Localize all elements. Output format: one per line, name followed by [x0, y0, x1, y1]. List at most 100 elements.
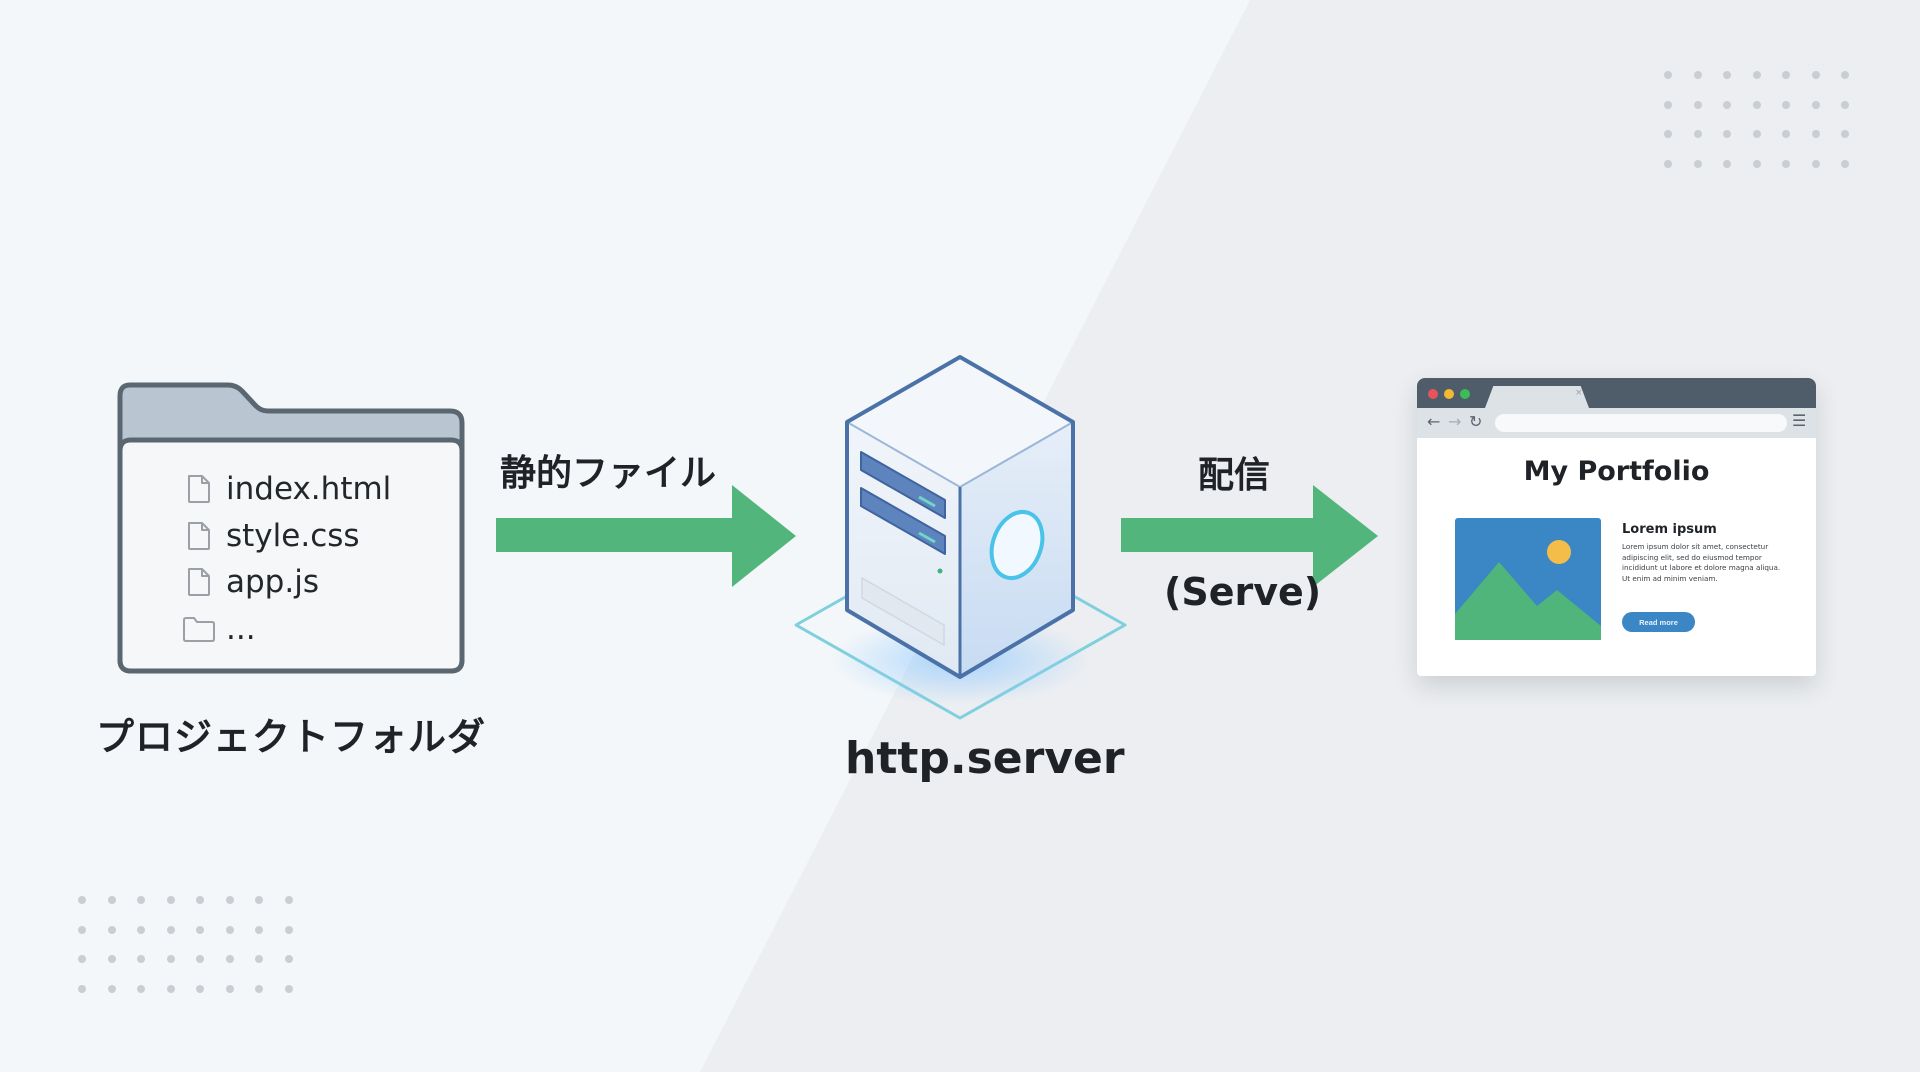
- read-more-button[interactable]: Read more: [1622, 612, 1695, 632]
- decor-dot: [1782, 159, 1790, 168]
- decor-dot: [107, 955, 116, 963]
- decor-dot: [1723, 159, 1731, 168]
- arrow-serve: [1121, 485, 1378, 587]
- decor-dot: [78, 955, 86, 963]
- dot-grid-bottom-left: [78, 896, 293, 993]
- decor-dot: [1782, 71, 1790, 79]
- decor-dot: [1811, 130, 1820, 138]
- decor-dot: [166, 955, 175, 963]
- file-name: app.js: [226, 564, 319, 601]
- arrow-static-files: [496, 485, 796, 587]
- decor-dot: [1693, 100, 1702, 109]
- decor-dot: [137, 925, 145, 934]
- decor-dot: [137, 896, 145, 904]
- decor-dot: [1693, 130, 1702, 138]
- decor-dot: [1752, 100, 1761, 109]
- file-name: ...: [226, 610, 256, 647]
- project-folder-icon: [117, 382, 465, 674]
- file-list: index.html style.css app.js ...: [183, 466, 391, 652]
- decor-dot: [166, 896, 175, 904]
- decor-dot: [166, 925, 175, 934]
- server-icon: [794, 355, 1127, 720]
- back-arrow-icon[interactable]: ←: [1427, 412, 1441, 431]
- decor-dot: [225, 984, 234, 993]
- browser-window: × ← → ↻ ☰ My Portfolio Lorem ipsum Lorem…: [1417, 378, 1816, 676]
- decor-dot: [196, 955, 204, 963]
- decor-dot: [137, 984, 145, 993]
- serve-label-jp: 配信: [1198, 455, 1271, 496]
- decor-dot: [1664, 159, 1672, 168]
- card-heading: Lorem ipsum: [1622, 522, 1717, 537]
- server-badge-ring: [989, 510, 1045, 580]
- minimize-window-dot[interactable]: [1444, 389, 1454, 399]
- decor-dot: [1752, 71, 1761, 79]
- file-item[interactable]: style.css: [186, 513, 391, 560]
- decor-dot: [1752, 159, 1761, 168]
- decor-dot: [166, 984, 175, 993]
- dot-grid-top-right: [1664, 71, 1849, 168]
- decor-dot: [1841, 130, 1849, 138]
- decor-dot: [255, 955, 263, 963]
- tab-close-icon[interactable]: ×: [1575, 388, 1583, 398]
- decor-dot: [255, 896, 263, 904]
- maximize-window-dot[interactable]: [1460, 389, 1470, 399]
- decor-dot: [1811, 71, 1820, 79]
- decor-dot: [107, 896, 116, 904]
- decor-dot: [1811, 100, 1820, 109]
- file-name: style.css: [226, 517, 360, 554]
- decor-dot: [255, 984, 263, 993]
- browser-tab-bar: ×: [1417, 378, 1816, 408]
- folder-icon: [183, 616, 215, 642]
- decor-dot: [196, 896, 204, 904]
- decor-dot: [78, 984, 86, 993]
- decor-dot: [1811, 159, 1820, 168]
- reload-icon[interactable]: ↻: [1469, 412, 1483, 431]
- serve-label-en: (Serve): [1164, 570, 1322, 614]
- decor-dot: [1664, 130, 1672, 138]
- server-outline: [845, 355, 1075, 679]
- file-icon: [188, 568, 210, 597]
- decor-dot: [78, 925, 86, 934]
- browser-tab[interactable]: [1485, 386, 1589, 408]
- decor-dot: [225, 896, 234, 904]
- folder-front: [117, 437, 465, 674]
- decor-dot: [225, 925, 234, 934]
- forward-arrow-icon[interactable]: →: [1448, 412, 1462, 431]
- browser-toolbar: ← → ↻ ☰: [1417, 408, 1816, 438]
- file-item[interactable]: index.html: [186, 466, 391, 513]
- decor-dot: [137, 955, 145, 963]
- card-body: Lorem ipsum dolor sit amet, consectetur …: [1622, 542, 1781, 583]
- decor-dot: [1782, 100, 1790, 109]
- menu-icon[interactable]: ☰: [1792, 411, 1807, 430]
- drive-slot: [861, 576, 945, 647]
- folder-label: プロジェクトフォルダ: [96, 715, 487, 759]
- decor-dot: [1723, 100, 1731, 109]
- decor-dot: [1752, 130, 1761, 138]
- server-label: http.server: [845, 733, 1125, 784]
- decor-dot: [284, 925, 293, 934]
- close-window-dot[interactable]: [1428, 389, 1438, 399]
- decor-dot: [1841, 71, 1849, 79]
- decor-dot: [1664, 100, 1672, 109]
- file-item[interactable]: ...: [182, 606, 391, 653]
- decor-dot: [284, 896, 293, 904]
- decor-dot: [107, 925, 116, 934]
- decor-dot: [284, 955, 293, 963]
- decor-dot: [1841, 100, 1849, 109]
- decor-dot: [1693, 159, 1702, 168]
- decor-dot: [196, 984, 204, 993]
- file-item[interactable]: app.js: [186, 559, 391, 606]
- image-placeholder-icon: [1455, 518, 1601, 640]
- decor-dot: [196, 925, 204, 934]
- decor-dot: [107, 984, 116, 993]
- decor-dot: [1693, 71, 1702, 79]
- static-files-label: 静的ファイル: [500, 453, 717, 494]
- url-bar[interactable]: [1495, 414, 1787, 432]
- file-icon: [188, 475, 210, 504]
- decor-dot: [225, 955, 234, 963]
- decor-dot: [284, 984, 293, 993]
- power-led: [937, 568, 943, 574]
- decor-dot: [1841, 159, 1849, 168]
- decor-dot: [1723, 71, 1731, 79]
